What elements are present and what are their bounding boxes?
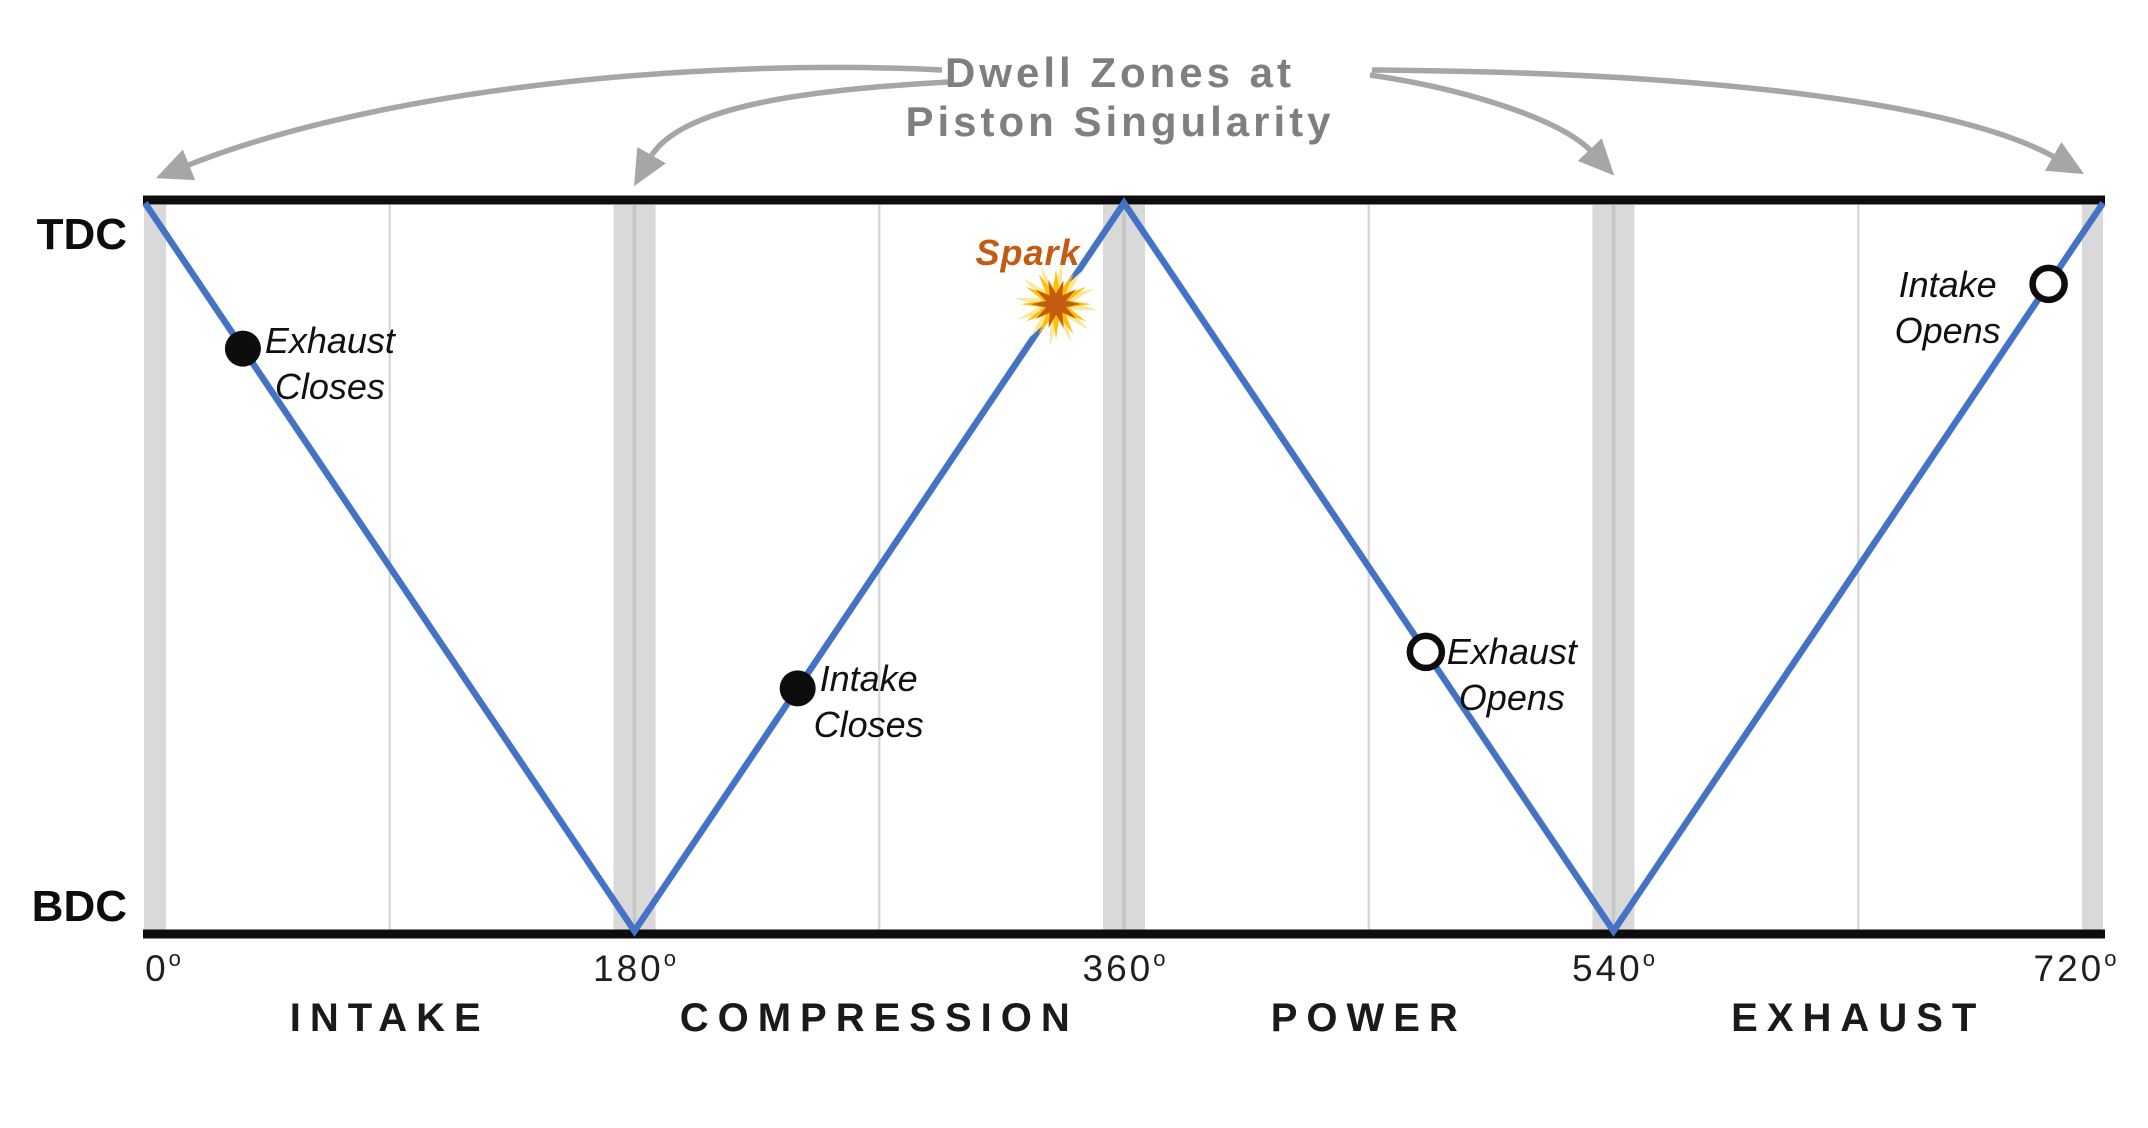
chart-title-line1: Dwell Zones at	[944, 49, 1296, 96]
x-tick-label-720: 720o	[2034, 946, 2117, 990]
dwell-band-720deg	[2082, 205, 2103, 931]
event-label-line: Opens	[1894, 309, 2001, 351]
stroke-label-intake: INTAKE	[289, 996, 490, 1040]
annotation-arrows	[155, 64, 2085, 187]
event-label-exhaust-opens: Exhaust Opens	[1402, 629, 1622, 721]
event-label-line: Closes	[813, 704, 924, 746]
spark-burst-core	[1031, 280, 1081, 328]
dwell-band-0deg	[144, 205, 166, 931]
x-tick-label-180: 180o	[593, 946, 676, 990]
dwell-zone-bands	[144, 205, 2103, 931]
x-tick-value: 720	[2033, 948, 2105, 989]
event-label-exhaust-closes: Exhaust Closes	[220, 318, 440, 410]
x-tick-value: 0	[145, 948, 169, 989]
event-label-line: Opens	[1458, 676, 1565, 718]
event-label-intake-opens: Intake Opens	[1838, 262, 2058, 354]
event-markers	[224, 262, 2068, 707]
x-tick-label-0: 0o	[145, 946, 181, 990]
degree-symbol: o	[168, 946, 181, 971]
stroke-label-exhaust: EXHAUST	[1731, 996, 1986, 1040]
degree-symbol: o	[2104, 946, 2117, 971]
marker-exhaust-opens	[1406, 632, 1446, 672]
arrow-to-180deg-dwell	[633, 79, 949, 187]
x-tick-value: 180	[593, 948, 664, 989]
marker-intake-opens	[2029, 264, 2068, 304]
marker-exhaust-closes	[224, 330, 261, 367]
event-label-spark: Spark	[975, 232, 1081, 274]
x-tick-value: 360	[1082, 948, 1154, 989]
chart-title-line2: Piston Singularity	[905, 98, 1335, 145]
event-label-line: Closes	[274, 365, 385, 407]
event-label-line: Intake	[819, 658, 918, 700]
event-label-intake-closes: Intake Closes	[759, 656, 979, 748]
event-label-line: Exhaust	[264, 319, 395, 361]
event-label-line: Exhaust	[1446, 630, 1577, 672]
y-axis-label-tdc: TDC	[36, 210, 127, 259]
arrow-to-720deg-dwell	[1371, 67, 2085, 175]
degree-symbol: o	[663, 946, 676, 971]
x-tick-label-540: 540o	[1572, 946, 1655, 990]
arrow-to-540deg-dwell	[1369, 72, 1615, 176]
stroke-label-compression: COMPRESSION	[679, 996, 1079, 1040]
chart-title: Dwell Zones at Piston Singularity	[770, 48, 1470, 146]
x-tick-label-360: 360o	[1083, 946, 1166, 990]
piston-position-line	[142, 197, 2106, 937]
stroke-label-power: POWER	[1270, 996, 1467, 1040]
degree-symbol: o	[1153, 946, 1166, 971]
event-label-line: Intake	[1898, 263, 1997, 305]
marker-intake-closes	[779, 670, 816, 707]
degree-symbol: o	[1642, 946, 1655, 971]
piston-position-polyline	[142, 197, 2106, 937]
arrow-to-0deg-dwell	[155, 64, 943, 181]
x-tick-value: 540	[1572, 948, 1643, 989]
y-axis-label-bdc: BDC	[31, 882, 127, 931]
